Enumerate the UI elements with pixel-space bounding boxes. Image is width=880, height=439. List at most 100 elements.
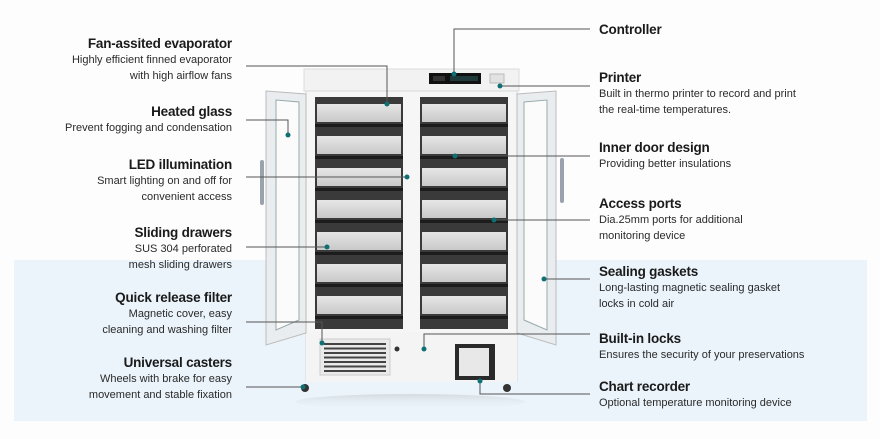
shelf-rail bbox=[420, 124, 508, 127]
grille-slat bbox=[324, 343, 386, 345]
callout-title: Chart recorder bbox=[599, 379, 690, 394]
left-door-handle bbox=[260, 160, 264, 205]
grille-slat bbox=[324, 356, 386, 359]
callout-desc: Magnetic cover, easy bbox=[128, 308, 232, 320]
leader-fan-evaporator bbox=[246, 65, 388, 104]
shelf-rail bbox=[420, 284, 508, 287]
callout-desc: SUS 304 perforated bbox=[134, 243, 232, 255]
callout-title: Heated glass bbox=[151, 104, 232, 119]
callout-desc: Providing better insulations bbox=[599, 158, 732, 170]
leader-heated-glass bbox=[246, 119, 289, 134]
callout-chart-recorder: Chart recorder Optional temperature moni… bbox=[599, 378, 792, 411]
marker-fan-evaporator bbox=[384, 101, 390, 107]
controller-screen bbox=[433, 76, 445, 81]
floor-shadow bbox=[295, 394, 525, 410]
callout-title: Sealing gaskets bbox=[599, 264, 699, 279]
marker-casters bbox=[300, 384, 306, 390]
callout-access-ports: Access ports Dia.25mm ports for addition… bbox=[599, 195, 743, 244]
callout-built-in-locks: Built-in locks Ensures the security of y… bbox=[599, 330, 804, 363]
callout-fan-evaporator: Fan-assited evaporator Highly efficient … bbox=[72, 35, 232, 84]
drawer bbox=[317, 264, 401, 282]
right-door-handle bbox=[560, 158, 564, 203]
shelf-rail bbox=[420, 220, 508, 223]
shelf-rail bbox=[315, 124, 403, 127]
callout-printer: Printer Built in thermo printer to recor… bbox=[599, 69, 796, 118]
shelf-rail bbox=[315, 156, 403, 159]
drawer bbox=[422, 232, 506, 250]
grille-slat bbox=[324, 370, 386, 372]
left-door-glass-pane bbox=[275, 99, 300, 331]
drawer bbox=[422, 296, 506, 314]
callout-controller: Controller bbox=[599, 21, 662, 38]
callout-sliding-drawers: Sliding drawers SUS 304 perforated mesh … bbox=[128, 224, 233, 273]
callout-heated-glass: Heated glass Prevent fogging and condens… bbox=[65, 103, 232, 136]
leader-controller bbox=[453, 28, 590, 74]
callout-desc: Built in thermo printer to record and pr… bbox=[599, 88, 796, 100]
grille-slat bbox=[324, 352, 386, 354]
drawer bbox=[317, 136, 401, 154]
callout-desc: monitoring device bbox=[599, 230, 686, 242]
drawer bbox=[317, 200, 401, 218]
drawer bbox=[317, 104, 401, 122]
callout-desc: Wheels with brake for easy bbox=[99, 373, 232, 385]
marker-led bbox=[404, 174, 410, 180]
shelf-rail bbox=[420, 188, 508, 191]
grille-slat bbox=[324, 361, 386, 363]
shelf-rail bbox=[420, 156, 508, 159]
drawer bbox=[317, 232, 401, 250]
controller-buttons bbox=[450, 76, 478, 81]
marker-controller bbox=[451, 71, 457, 77]
shelf-rail bbox=[315, 284, 403, 287]
callout-desc: Smart lighting on and off for bbox=[97, 175, 232, 187]
drawer bbox=[422, 136, 506, 154]
leader-filter bbox=[246, 321, 323, 343]
marker-filter bbox=[319, 340, 325, 346]
grille-slats bbox=[324, 343, 386, 372]
drawer-stack bbox=[315, 104, 508, 319]
marker-drawers bbox=[324, 244, 330, 250]
callout-quick-release-filter: Quick release filter Magnetic cover, eas… bbox=[102, 289, 232, 338]
callout-title: Fan-assited evaporator bbox=[87, 36, 232, 51]
drawer bbox=[422, 168, 506, 186]
drawer bbox=[422, 104, 506, 122]
callout-title: Inner door design bbox=[599, 140, 710, 155]
marker-heated-glass bbox=[285, 132, 291, 138]
shelf-rail bbox=[420, 316, 508, 319]
marker-access-ports bbox=[491, 217, 497, 223]
callout-desc: cleaning and washing filter bbox=[102, 324, 232, 336]
callout-title: Sliding drawers bbox=[134, 225, 232, 240]
printer-slot bbox=[489, 73, 505, 84]
shelf-rail bbox=[315, 188, 403, 191]
callout-desc: convenient access bbox=[141, 191, 233, 203]
callout-title: Quick release filter bbox=[115, 290, 232, 305]
right-door-glass-pane bbox=[523, 99, 548, 331]
leader-locks bbox=[423, 333, 590, 349]
callout-sealing-gaskets: Sealing gaskets Long-lasting magnetic se… bbox=[599, 263, 780, 312]
marker-gaskets bbox=[541, 276, 547, 282]
marker-printer bbox=[497, 83, 503, 89]
callout-title: Controller bbox=[599, 22, 662, 37]
marker-chart-recorder bbox=[477, 378, 483, 384]
drawer bbox=[422, 200, 506, 218]
shelf-rail bbox=[315, 220, 403, 223]
callout-title: Access ports bbox=[599, 196, 682, 211]
caster-right bbox=[503, 384, 511, 392]
callout-desc: Long-lasting magnetic sealing gasket bbox=[599, 282, 781, 294]
grille-slat bbox=[324, 365, 386, 368]
shelf-rail bbox=[420, 252, 508, 255]
callout-title: Printer bbox=[599, 70, 642, 85]
callout-desc: Dia.25mm ports for additional bbox=[599, 214, 743, 226]
callout-desc: Highly efficient finned evaporator bbox=[71, 54, 232, 66]
callout-desc: Ensures the security of your preservatio… bbox=[599, 349, 805, 361]
drawer bbox=[317, 296, 401, 314]
shelf-rail bbox=[315, 316, 403, 319]
callout-title: Universal casters bbox=[123, 355, 233, 370]
marker-inner-door bbox=[452, 153, 458, 159]
callout-desc: Optional temperature monitoring device bbox=[599, 397, 792, 409]
callout-inner-door-design: Inner door design Providing better insul… bbox=[599, 139, 731, 172]
marker-locks bbox=[421, 346, 427, 352]
grille-slat bbox=[324, 347, 386, 350]
callout-desc: mesh sliding drawers bbox=[128, 259, 232, 271]
